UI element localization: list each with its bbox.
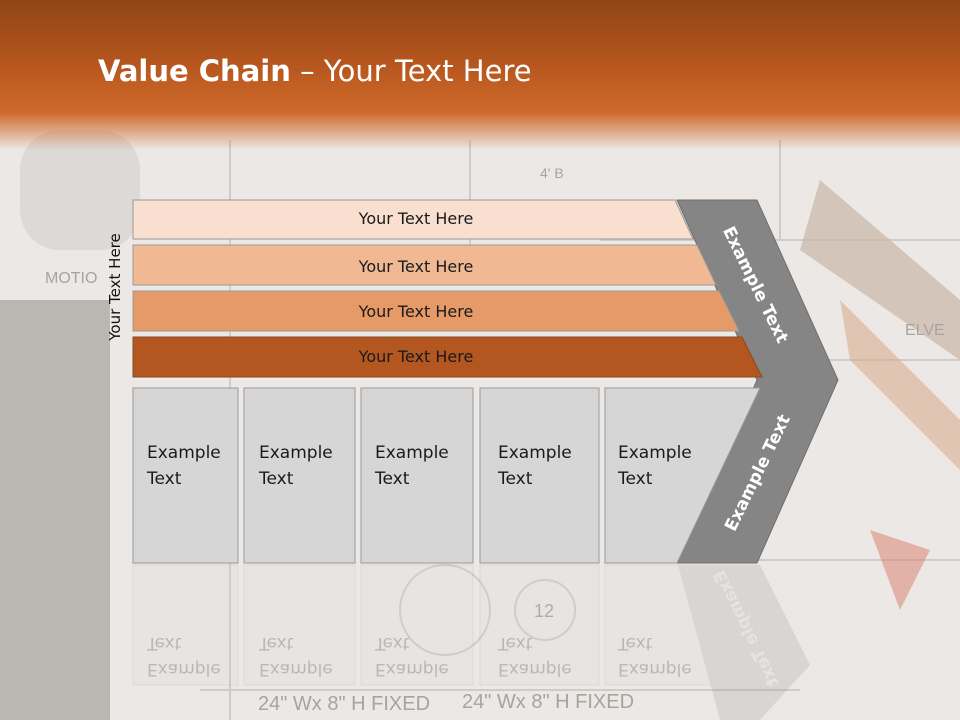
svg-text:MOTIO: MOTIO: [45, 270, 97, 287]
svg-text:12: 12: [534, 601, 554, 621]
box-2: [243, 387, 356, 564]
title-bold: Value Chain: [98, 54, 291, 88]
box-5: [604, 387, 761, 564]
bar-4: [132, 336, 763, 378]
bar-3-label: Your Text Here: [358, 302, 474, 321]
svg-text:24" Wx 8" H FIXED: 24" Wx 8" H FIXED: [462, 691, 634, 713]
reflection: [132, 564, 810, 720]
box-3: [360, 387, 474, 564]
side-label: Your Text Here: [106, 233, 124, 341]
bar-4-label: Your Text Here: [358, 347, 474, 366]
slide-title: Value Chain – Your Text Here: [98, 54, 532, 88]
bar-2-label: Your Text Here: [358, 257, 474, 276]
bar-1-label: Your Text Here: [358, 209, 474, 228]
title-rest: – Your Text Here: [290, 54, 532, 88]
box-1: [132, 387, 239, 564]
svg-text:4' B: 4' B: [540, 165, 564, 181]
svg-text:24" Wx 8" H FIXED: 24" Wx 8" H FIXED: [258, 693, 430, 715]
bar-3: [132, 290, 740, 332]
title-bar: [0, 0, 960, 150]
box-4: [479, 387, 600, 564]
bar-2: [132, 244, 717, 286]
svg-text:ELVE: ELVE: [905, 322, 945, 339]
bar-1: [132, 199, 694, 240]
